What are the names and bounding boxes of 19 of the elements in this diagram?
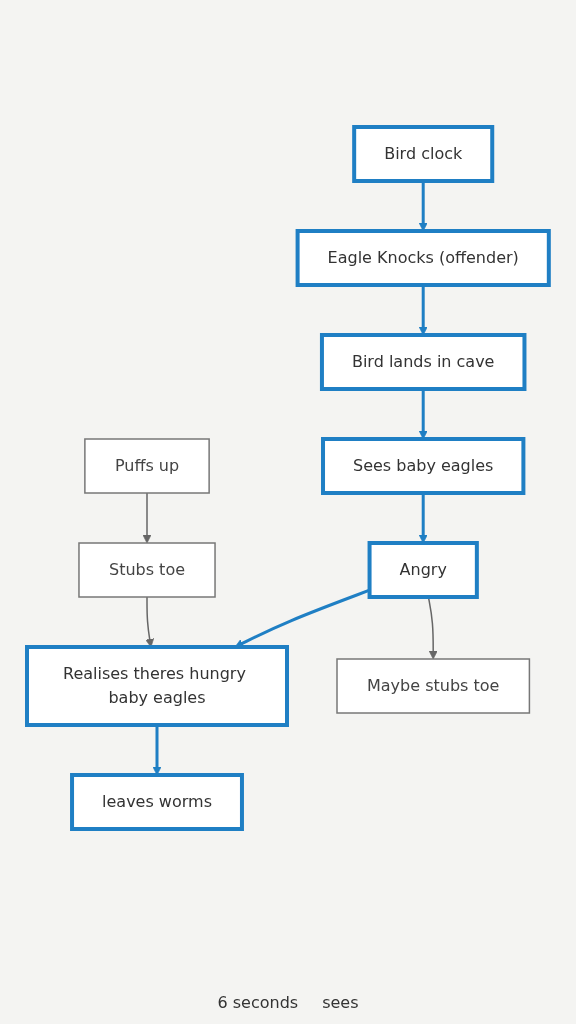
node-box: Realises theres hungry baby eagles: [25, 645, 290, 727]
node-box: Stubs toe: [78, 542, 216, 598]
arrow: [418, 285, 428, 336]
arrow: [142, 492, 152, 544]
node-box: Maybe stubs toe: [336, 658, 531, 714]
node-box: Bird lands in cave: [320, 333, 527, 391]
arrow: [145, 596, 155, 648]
arrow: [152, 725, 162, 776]
note-text: 6 seconds: [217, 993, 299, 1012]
node-box: Eagle Knocks (offender): [295, 229, 551, 287]
note-text: sees: [322, 993, 359, 1012]
arrow: [418, 493, 428, 544]
node-box: Angry: [367, 541, 479, 599]
node-box: leaves worms: [70, 773, 245, 831]
arrow: [418, 181, 428, 232]
node-box: Puffs up: [84, 438, 210, 494]
node-box: Sees baby eagles: [321, 437, 526, 495]
arrow: [418, 389, 428, 440]
node-box: Bird clock: [352, 125, 495, 183]
